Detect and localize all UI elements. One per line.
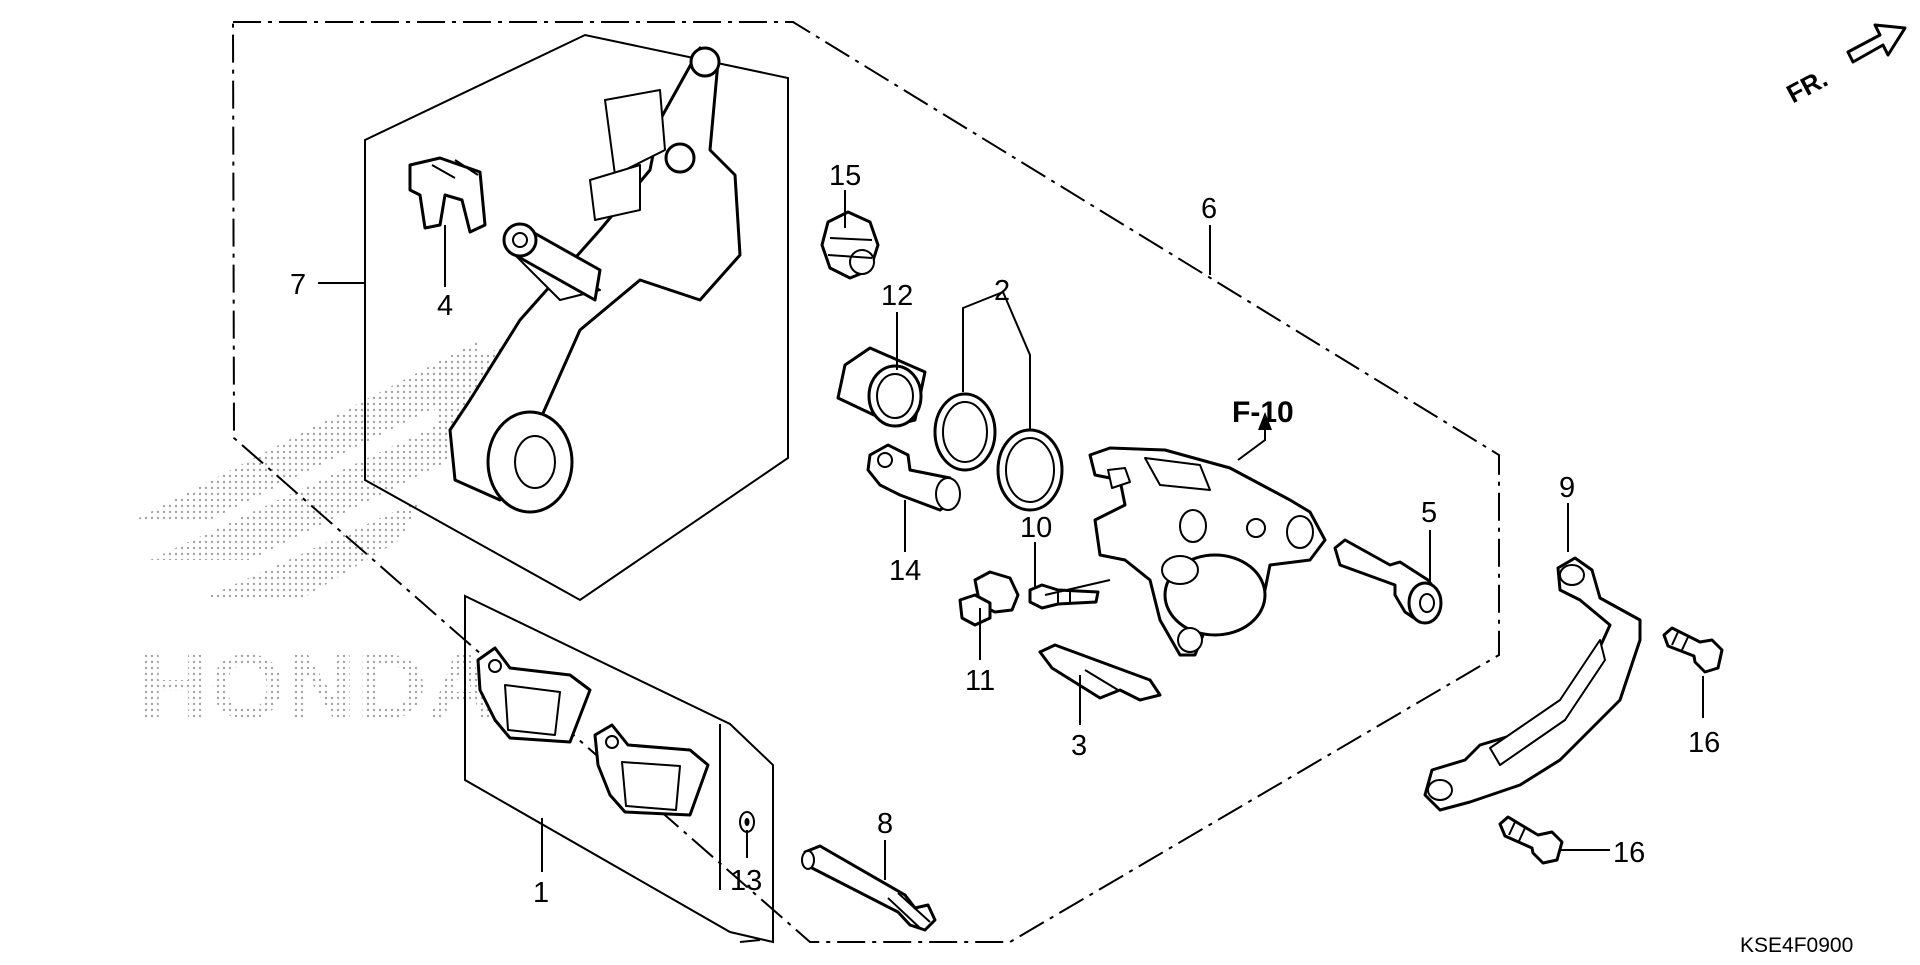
diagram-code: KSE4F0900 (1740, 934, 1853, 957)
boot (820, 210, 880, 280)
caliper-slide-bolt (1333, 538, 1443, 625)
callout-9: 9 (1559, 472, 1575, 504)
bracket-group-outline (364, 33, 789, 602)
seal-kit (933, 392, 1064, 512)
reference-label: F-10 (1232, 396, 1294, 429)
caliper-guard (1423, 556, 1642, 812)
callout-3: 3 (1071, 730, 1087, 762)
direction-label: FR. (1781, 63, 1832, 109)
callout-8: 8 (877, 808, 893, 840)
leader-lines (318, 190, 1704, 880)
piston (836, 346, 927, 428)
caliper-bracket (448, 46, 742, 514)
honda-watermark-logo: HONDA (135, 330, 560, 738)
guard-bolt-lower (1498, 815, 1564, 865)
callout-13: 13 (730, 865, 762, 897)
caliper-body (1088, 446, 1327, 657)
pad-set-outline (464, 594, 774, 944)
slide-pin (866, 443, 961, 512)
callout-12: 12 (881, 280, 913, 312)
pad-spring-clip (408, 156, 487, 234)
f10-arrow-head (1258, 412, 1272, 430)
caliper-assembly-outline (231, 21, 1500, 943)
front-direction-arrow: FR. (1781, 23, 1907, 109)
watermark-text: HONDA (138, 636, 498, 738)
bleed-cap (958, 570, 1020, 627)
callout-15: 15 (829, 160, 861, 192)
callout-16-upper: 16 (1688, 727, 1720, 759)
callout-1: 1 (533, 877, 549, 909)
callouts: 7 4 15 12 2 6 5 9 10 14 11 3 8 1 13 16 1… (290, 160, 1720, 909)
brake-pad-set (476, 646, 710, 817)
callout-11: 11 (965, 665, 995, 697)
callout-4: 4 (437, 290, 453, 322)
pad-shim (1038, 643, 1162, 702)
bleed-valve (1028, 583, 1100, 610)
callout-7: 7 (290, 269, 306, 301)
callout-5: 5 (1421, 497, 1437, 529)
pad-set-inner-line (719, 724, 761, 943)
callout-16-lower: 16 (1613, 837, 1645, 869)
callout-14: 14 (889, 555, 921, 587)
guard-bolt-upper (1662, 626, 1724, 674)
pad-pin (801, 844, 937, 932)
pin-clip (739, 811, 755, 833)
callout-10: 10 (1020, 512, 1052, 544)
callout-2: 2 (994, 275, 1010, 307)
callout-6: 6 (1201, 193, 1217, 225)
